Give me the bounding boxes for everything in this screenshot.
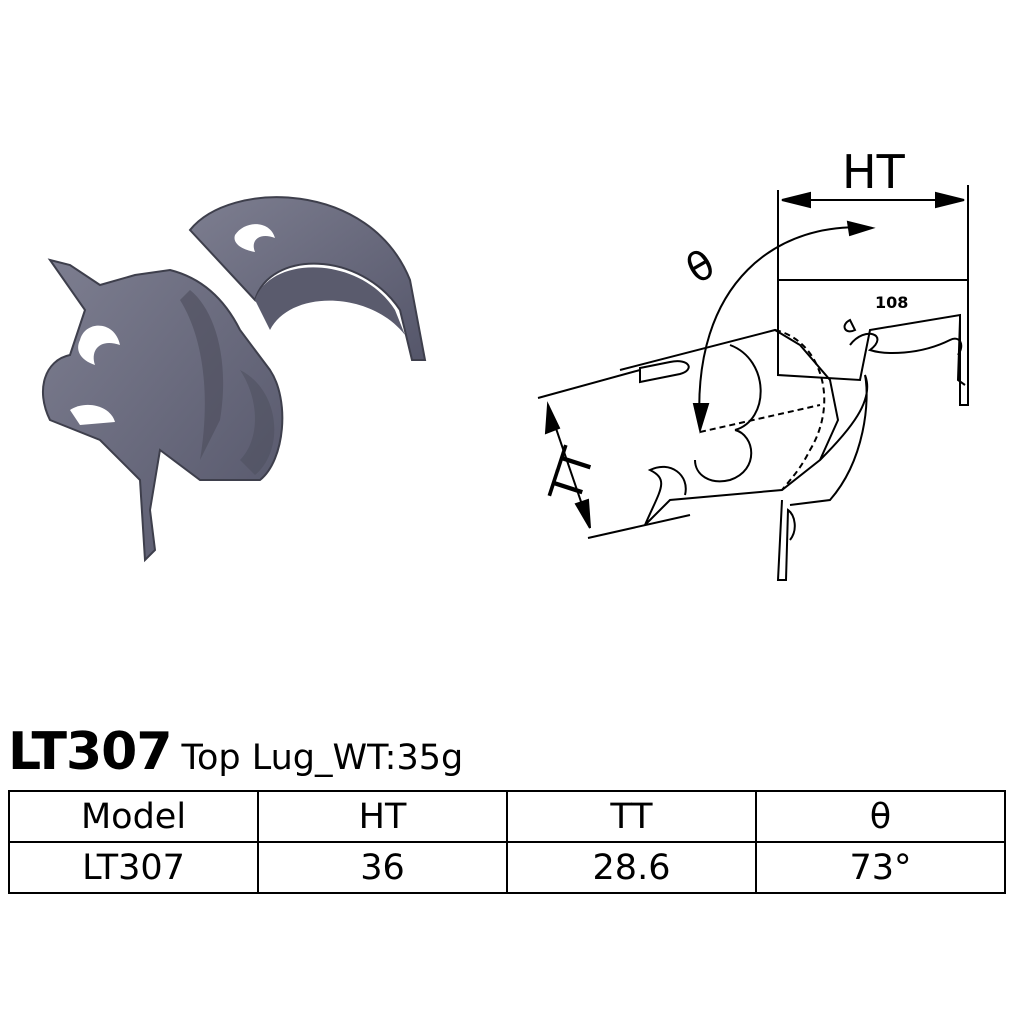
technical-drawing: HT θ TT 108 [537,145,969,581]
model-code-title: LT307 [8,722,173,782]
theta-arc [698,226,873,431]
cell-ht: 36 [257,841,508,894]
top-plate [619,328,840,526]
cell-theta: 73° [755,841,1006,894]
tt-extension-bottom [587,514,691,539]
ht-label: HT [842,145,906,199]
theta-label: θ [679,241,723,293]
cell-model: LT307 [8,841,259,894]
stamp-mark: 108 [875,293,908,312]
header-ht: HT [257,790,508,843]
tt-extension-top [537,369,641,399]
header-tt: TT [506,790,757,843]
cell-tt: 28.6 [506,841,757,894]
table-row: LT307 36 28.6 73° [8,841,1006,894]
product-photo [41,196,427,563]
product-subtitle: Top Lug_WT:35g [181,738,464,778]
tt-label: TT [540,442,605,509]
table-header-row: Model HT TT θ [8,790,1006,843]
header-theta: θ [755,790,1006,843]
back-plate [777,279,969,406]
spec-table: Model HT TT θ LT307 36 28.6 73° [8,790,1006,894]
header-model: Model [8,790,259,843]
bottom-foot [776,499,796,581]
